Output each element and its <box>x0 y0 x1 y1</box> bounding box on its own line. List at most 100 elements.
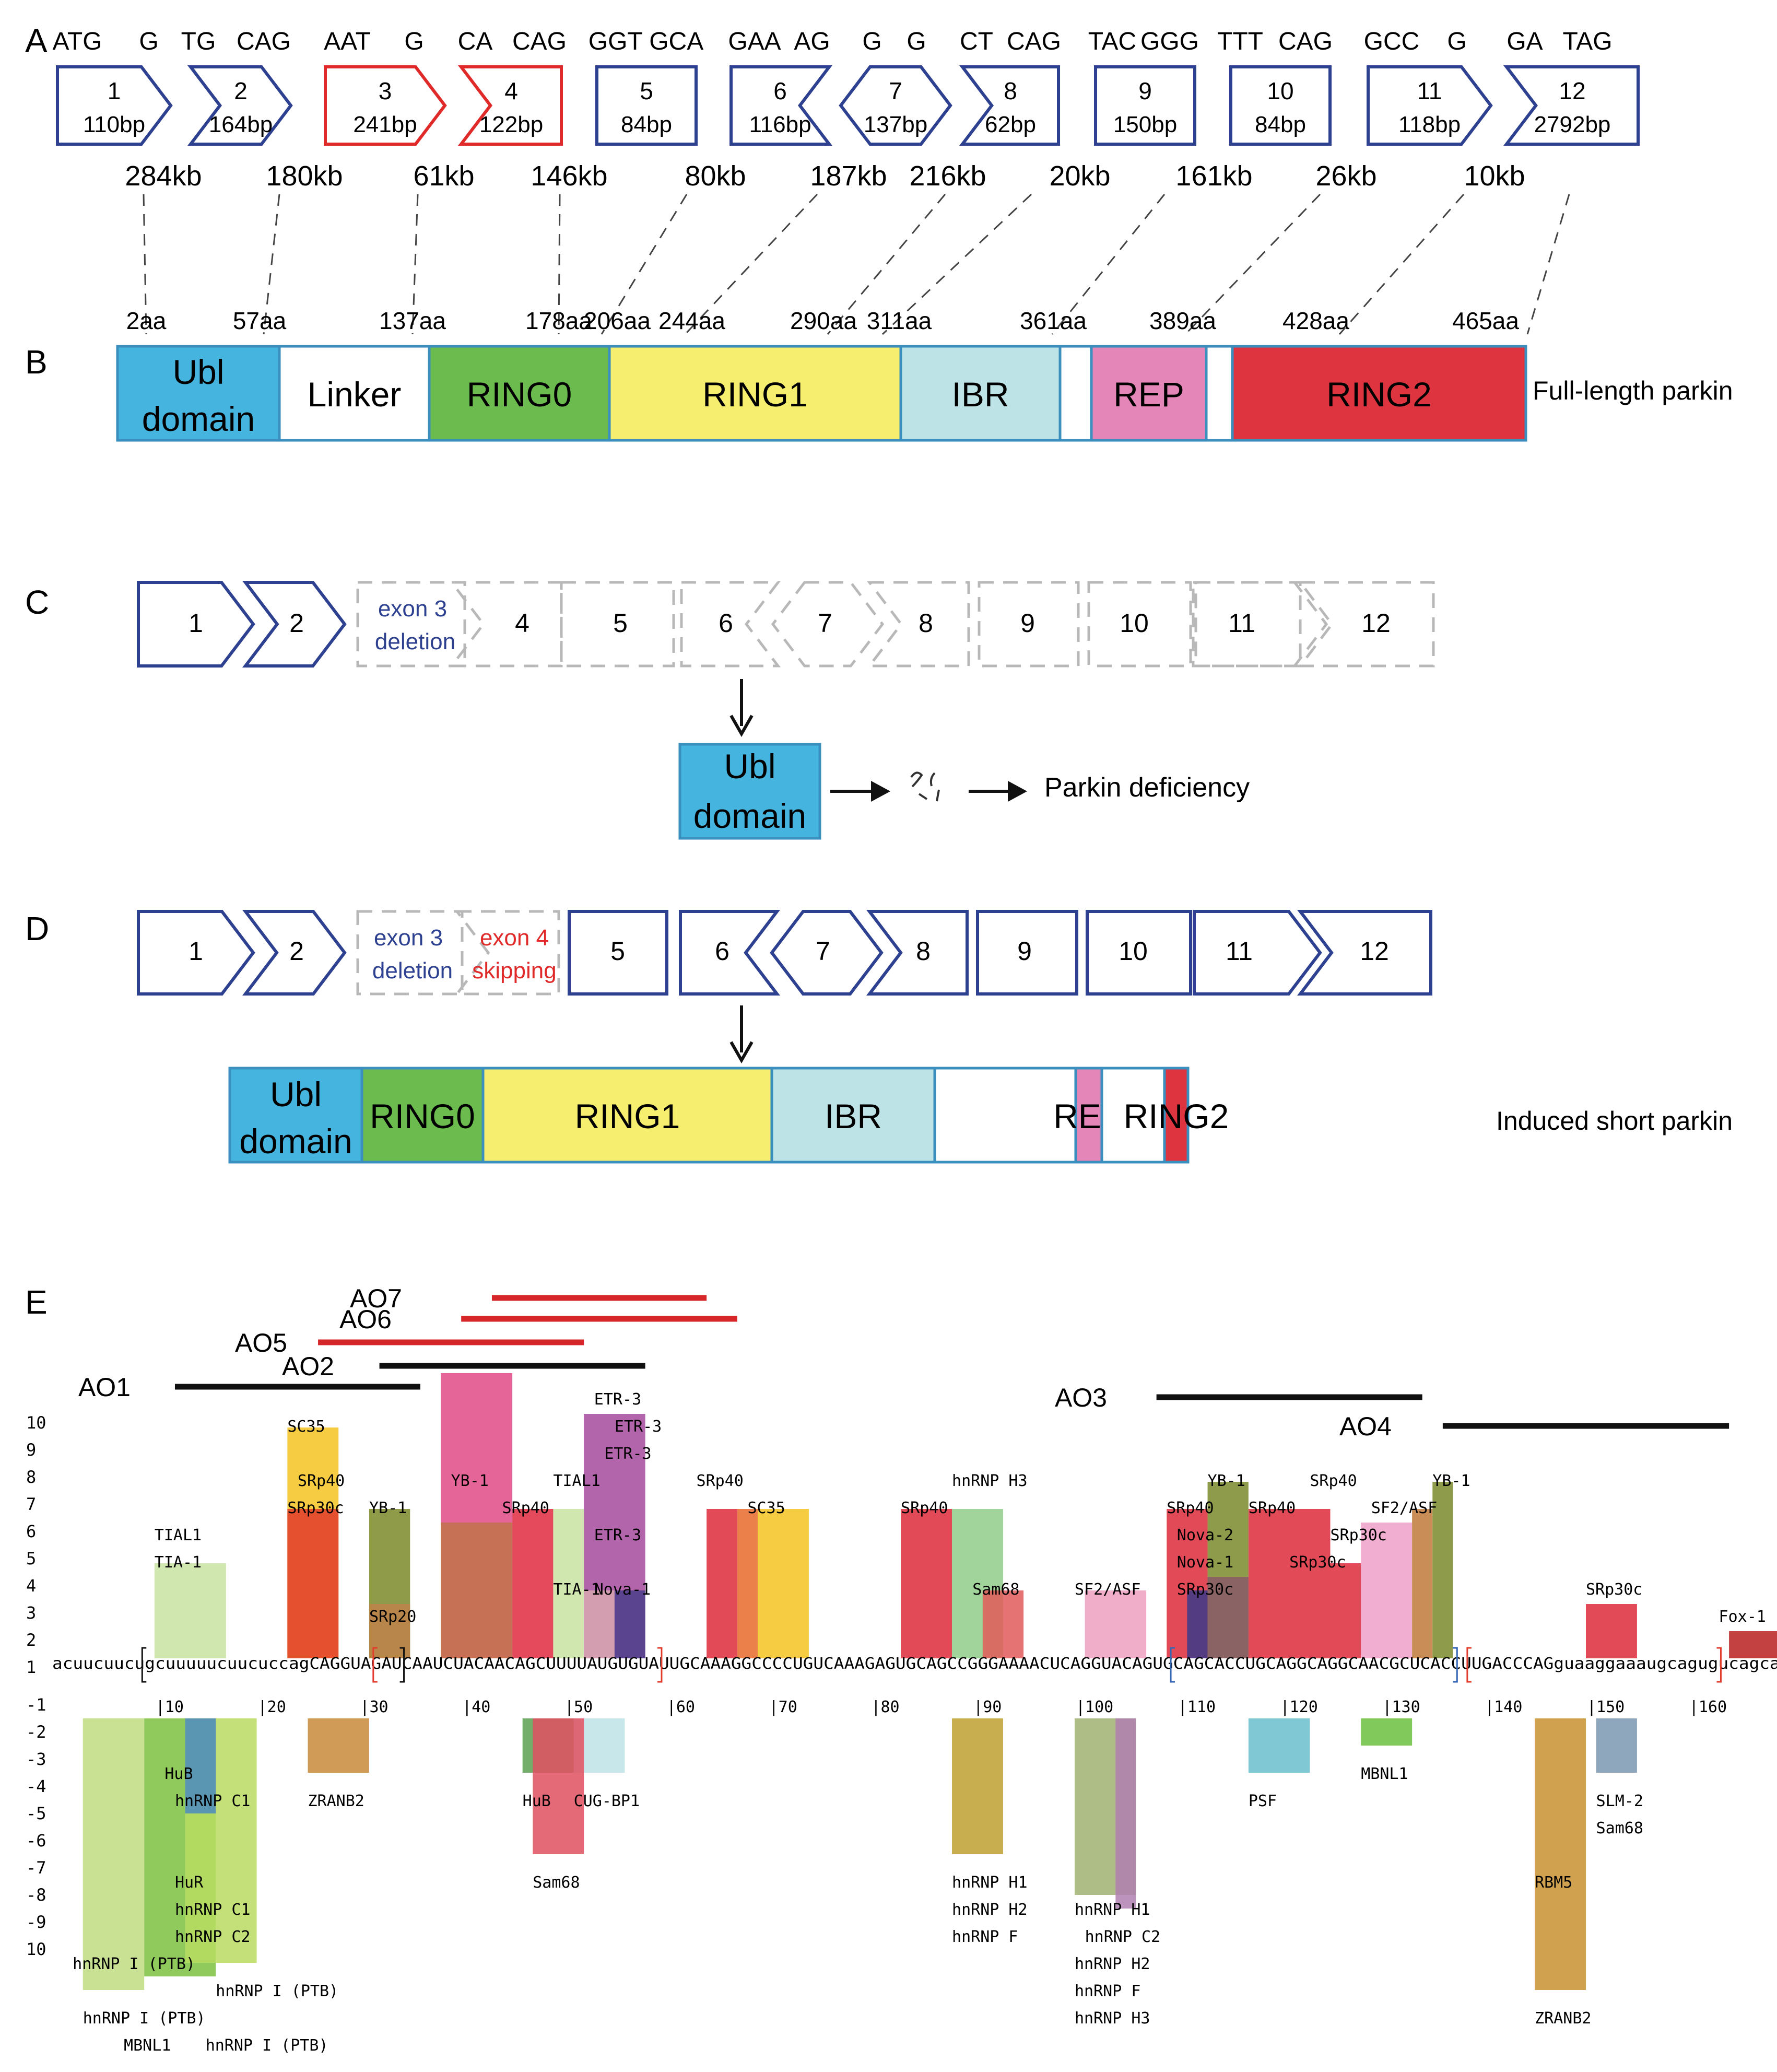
domain-label: RING1 <box>702 375 808 414</box>
intron-length: 187kb <box>810 160 887 192</box>
sequence-position-tick: |20 <box>258 1698 286 1716</box>
intron-length: 284kb <box>125 160 202 192</box>
splice-factor-label: YB-1 <box>369 1499 407 1517</box>
exon-length: 62bp <box>985 112 1036 137</box>
codon-label: TAC <box>1088 28 1136 55</box>
exon-box <box>324 65 447 146</box>
sequence-position-tick: |60 <box>667 1698 695 1716</box>
codon-label: GGG <box>1140 28 1199 55</box>
splice-factor-label: SF2/ASF <box>1371 1499 1437 1517</box>
exon-length: 164bp <box>209 112 273 137</box>
intron-length: 20kb <box>1049 160 1110 192</box>
splice-factor-label: MBNL1 <box>1361 1765 1408 1783</box>
sequence-position-tick: |80 <box>871 1698 899 1716</box>
binding-site-bar-up <box>287 1509 339 1658</box>
binding-site-bar-up <box>1432 1482 1453 1658</box>
exon-box <box>595 65 698 146</box>
domain-block <box>228 1067 363 1164</box>
splice-factor-label: SRp40 <box>1310 1472 1357 1490</box>
codon-label: GGT GCA <box>589 28 703 55</box>
splice-factor-label: TIA-1 <box>553 1581 600 1599</box>
splice-factor-label: hnRNP F <box>1075 1982 1140 2000</box>
exon-number: 5 <box>610 937 625 966</box>
parkin-deficiency-label: Parkin deficiency <box>1044 772 1250 803</box>
domain-label: REP <box>1113 375 1184 414</box>
codon-label: GAA <box>728 28 781 55</box>
exon-length: 110bp <box>83 112 145 137</box>
y-tick-label: 1 <box>26 1657 36 1677</box>
exon-to-domain-mapping-lines <box>143 193 1570 335</box>
binding-site-bar-up <box>512 1509 554 1658</box>
aa-position-label: 137aa <box>379 307 446 334</box>
exon-number: 9 <box>1138 77 1152 104</box>
codon-label: CAG <box>1278 28 1333 55</box>
sequence-position-tick: |100 <box>1076 1698 1113 1716</box>
y-tick-label: 3 <box>26 1603 36 1623</box>
splice-factor-label: hnRNP C1 <box>175 1901 251 1919</box>
binding-site-bar-up <box>441 1523 513 1658</box>
intron-length: 146kb <box>531 160 607 192</box>
domain-label-line: Ubl <box>270 1075 322 1114</box>
exon-number: 4 <box>515 608 529 638</box>
splice-factor-label: MBNL1 <box>124 2036 171 2055</box>
binding-site-bar-up <box>1085 1590 1147 1658</box>
down-arrow-head <box>729 715 754 738</box>
codon-label: TAG <box>1562 28 1612 55</box>
domain-label: Linker <box>308 375 402 414</box>
induced-short-parkin-caption: Induced short parkin <box>1496 1106 1733 1135</box>
domain-label-line: Ubl <box>172 353 224 391</box>
sequence-region-bracket <box>1170 1647 1175 1683</box>
y-tick-label: -3 <box>26 1749 46 1769</box>
splice-factor-label: hnRNP C2 <box>175 1928 251 1946</box>
splice-factor-label: ZRANB2 <box>1535 2009 1591 2028</box>
splice-factor-label: HuB <box>164 1765 193 1783</box>
splice-factor-label: SRp40 <box>901 1499 948 1517</box>
antisense-oligo-label: AO2 <box>282 1352 334 1381</box>
y-tick-label: 2 <box>26 1630 36 1650</box>
exon-number: 3 <box>379 77 392 104</box>
sequence-region-bracket <box>1716 1647 1722 1683</box>
splice-factor-label: SRp30c <box>1586 1581 1642 1599</box>
binding-site-bar-up <box>901 1509 952 1658</box>
splice-factor-label: Nova-1 <box>594 1581 651 1599</box>
y-tick-label: -2 <box>26 1722 46 1742</box>
domain-label: RING0 <box>467 375 572 414</box>
panel-label-d: D <box>25 910 49 947</box>
mapping-dash-line <box>1338 194 1465 335</box>
splice-factor-label: SRp40 <box>1167 1499 1214 1517</box>
y-tick-label: -9 <box>26 1912 46 1932</box>
codon-label: AAT <box>324 28 371 55</box>
domain-block <box>278 345 431 442</box>
exon-number: 10 <box>1119 937 1148 966</box>
exon-number: 8 <box>919 608 933 638</box>
sequence-position-tick: |10 <box>156 1698 184 1716</box>
codon-label: GCC <box>1364 28 1420 55</box>
antisense-oligo-label: AO3 <box>1055 1383 1107 1412</box>
aa-position-label: 290aa <box>790 307 857 334</box>
exon3-deletion-label: exon 3 <box>374 925 443 951</box>
panel-label-b: B <box>25 343 48 381</box>
deleted-exon-box <box>771 581 885 668</box>
sequence-position-tick: |30 <box>360 1698 388 1716</box>
splice-factor-label: hnRNP C2 <box>1085 1928 1161 1946</box>
exon-number: 9 <box>1017 937 1032 966</box>
exon-length: 84bp <box>621 112 672 137</box>
sequence-region-bracket <box>1466 1647 1472 1683</box>
mapping-dash-line <box>411 194 419 335</box>
splice-factor-label: hnRNP H3 <box>1075 2009 1150 2028</box>
exon-number: 2 <box>289 937 304 966</box>
mapping-dash-line <box>1526 194 1570 335</box>
deleted-exon-box <box>356 581 466 668</box>
exon-number: 10 <box>1267 77 1293 104</box>
binding-site-bar-up <box>758 1509 809 1658</box>
binding-site-bar-up <box>1729 1631 1777 1658</box>
mapping-dash-line <box>263 194 280 335</box>
exon-length: 122bp <box>479 112 543 137</box>
exon-box <box>457 65 563 146</box>
sequence-position-tick: |90 <box>973 1698 1002 1716</box>
exon-box <box>568 910 668 996</box>
deleted-exon-box <box>680 581 781 668</box>
y-tick-label: -4 <box>26 1776 46 1796</box>
